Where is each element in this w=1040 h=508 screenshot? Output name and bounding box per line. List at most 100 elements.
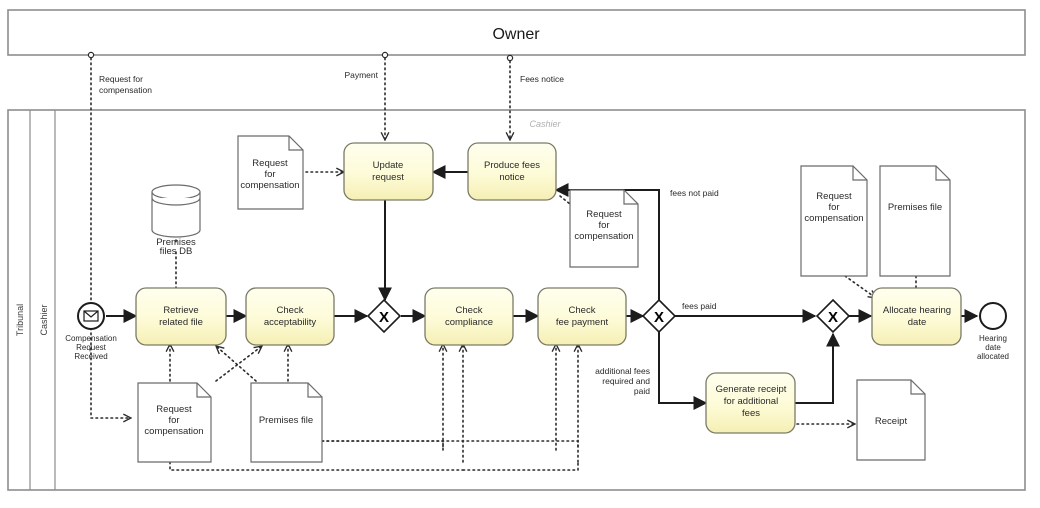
document-fold-icon: [623, 190, 638, 205]
gateway-fees-symbol: X: [654, 309, 664, 326]
task-generate-receipt-rect[interactable]: [705, 372, 796, 434]
gateway-fees-shape[interactable]: [641, 298, 677, 334]
doc-right-line1: Request: [816, 191, 852, 202]
message-flows: Request for compensation Payment Fees no…: [87, 51, 564, 418]
gateway-merge-2-symbol: X: [828, 309, 838, 326]
task-check-compliance[interactable]: Check compliance: [424, 287, 514, 346]
document-icon: [879, 165, 951, 277]
task-check-acceptability[interactable]: Check acceptability: [245, 287, 335, 346]
msgflow-fees-notice-start-dot: [506, 54, 514, 62]
event-start-compensation-request-received[interactable]: Compensation Request Received: [65, 302, 117, 361]
task-update-request-rect[interactable]: [343, 142, 434, 201]
task-allocate-line2: date: [908, 317, 927, 328]
data-object-premises-file-right: Premises file: [879, 165, 951, 277]
task-update-line2: request: [372, 172, 404, 183]
task-receipt-line1: Generate receipt: [716, 384, 787, 395]
task-produce-fees-notice[interactable]: Produce fees notice: [467, 142, 557, 201]
task-acceptability-line1: Check: [277, 305, 304, 316]
document-fold-icon: [288, 136, 303, 151]
envelope-icon-flap: [83, 310, 99, 318]
doc-premises-bottom-line1: Premises file: [259, 415, 313, 426]
gateway-merge-2[interactable]: X: [815, 298, 851, 334]
document-icon: [856, 379, 926, 461]
label-fees-not-paid: fees not paid: [670, 188, 719, 198]
task-receipt-line3: fees: [742, 408, 760, 419]
start-event-circle[interactable]: [77, 302, 105, 330]
end-event-label-line2: date: [985, 343, 1001, 352]
task-update-request[interactable]: Update request: [343, 142, 434, 201]
task-compliance-line1: Check: [456, 305, 483, 316]
task-feepayment-line1: Check: [569, 305, 596, 316]
msgflow-label-request-line2: compensation: [99, 85, 152, 95]
gateway-merge-1-shape[interactable]: [366, 298, 402, 334]
data-object-receipt: Receipt: [856, 379, 926, 461]
doc-bottom-line1: Request: [156, 404, 192, 415]
sequence-flows: fees not paid fees paid additional fees …: [106, 165, 979, 410]
pool-tribunal-title: Tribunal: [15, 304, 25, 336]
msgflow-request-start-dot: [87, 51, 95, 59]
label-additional-fees-line3: paid: [634, 386, 650, 396]
gateway-fees-decision[interactable]: X: [641, 298, 677, 334]
assoc-premises-bottom-loop-2: [321, 440, 444, 451]
data-object-premises-file-bottom: Premises file: [250, 382, 323, 463]
msgflow-label-fees-notice: Fees notice: [520, 74, 564, 84]
label-fees-paid: fees paid: [682, 301, 717, 311]
task-check-acceptability-rect[interactable]: [245, 287, 335, 346]
data-object-req-comp-bottom: Request for compensation: [137, 382, 212, 463]
task-check-fee-payment[interactable]: Check fee payment: [537, 287, 627, 346]
doc-receipt-line1: Receipt: [875, 416, 908, 427]
task-retrieve-related-file[interactable]: Retrieve related file: [135, 287, 227, 346]
label-additional-fees-line1: additional fees: [595, 366, 650, 376]
doc-top-line1: Request: [252, 158, 288, 169]
document-fold-icon: [852, 166, 867, 181]
gateway-merge-2-shape[interactable]: [815, 298, 851, 334]
task-feepayment-line2: fee payment: [556, 317, 609, 328]
task-update-line1: Update: [373, 160, 404, 171]
flow-receipt-to-gw2: [795, 332, 840, 404]
document-icon: [800, 165, 868, 277]
data-object-req-comp-mid: Request for compensation: [569, 189, 639, 268]
assoc-doc-req-bottom-to-acceptability-x: [215, 346, 262, 382]
document-fold-icon: [935, 166, 950, 181]
task-produce-fees-notice-rect[interactable]: [467, 142, 557, 201]
task-allocate-line1: Allocate hearing: [883, 305, 951, 316]
end-event-label-line1: Hearing: [979, 334, 1007, 343]
task-generate-receipt-for-additional-fees[interactable]: Generate receipt for additional fees: [705, 372, 796, 434]
pool-owner: Owner: [7, 9, 1026, 56]
lane-cashier-label: Cashier: [39, 304, 49, 335]
event-end-hearing-date-allocated[interactable]: Hearing date allocated: [977, 302, 1009, 361]
doc-bottom-line2: for: [168, 415, 179, 426]
end-event-circle[interactable]: [979, 302, 1007, 330]
doc-bottom-line3: compensation: [144, 426, 203, 437]
task-produce-line1: Produce fees: [484, 160, 540, 171]
envelope-icon: [83, 310, 99, 322]
task-allocate-hearing-date-rect[interactable]: [871, 287, 962, 346]
gateway-merge-1[interactable]: X: [366, 298, 402, 334]
assoc-doc-req-right-to-allocate: [844, 275, 876, 298]
label-additional-fees-line2: required and: [602, 376, 650, 386]
msgflow-payment-start-dot: [381, 51, 389, 59]
task-compliance-line2: compliance: [445, 317, 493, 328]
msgflow-label-payment: Payment: [344, 70, 378, 80]
data-object-req-comp-top: Request for compensation: [237, 135, 304, 210]
data-store-label-line1: Premises: [156, 237, 196, 248]
start-event-label-line1: Compensation: [65, 334, 117, 343]
start-event-label-line2: Request: [76, 343, 107, 352]
task-allocate-hearing-date[interactable]: Allocate hearing date: [871, 287, 962, 346]
task-receipt-line2: for additional: [724, 396, 778, 407]
data-store-label-line2: files DB: [160, 246, 193, 257]
doc-right-line3: compensation: [804, 213, 863, 224]
task-retrieve-related-file-rect[interactable]: [135, 287, 227, 346]
data-object-req-comp-right: Request for compensation: [800, 165, 868, 277]
task-produce-line2: notice: [499, 172, 524, 183]
document-fold-icon: [307, 383, 322, 398]
task-check-compliance-rect[interactable]: [424, 287, 514, 346]
msgflow-request-for-compensation: [90, 57, 131, 418]
task-check-fee-payment-rect[interactable]: [537, 287, 627, 346]
doc-mid-line2: for: [598, 220, 609, 231]
task-acceptability-line2: acceptability: [264, 317, 317, 328]
task-retrieve-line1: Retrieve: [163, 305, 198, 316]
doc-top-line2: for: [264, 169, 275, 180]
